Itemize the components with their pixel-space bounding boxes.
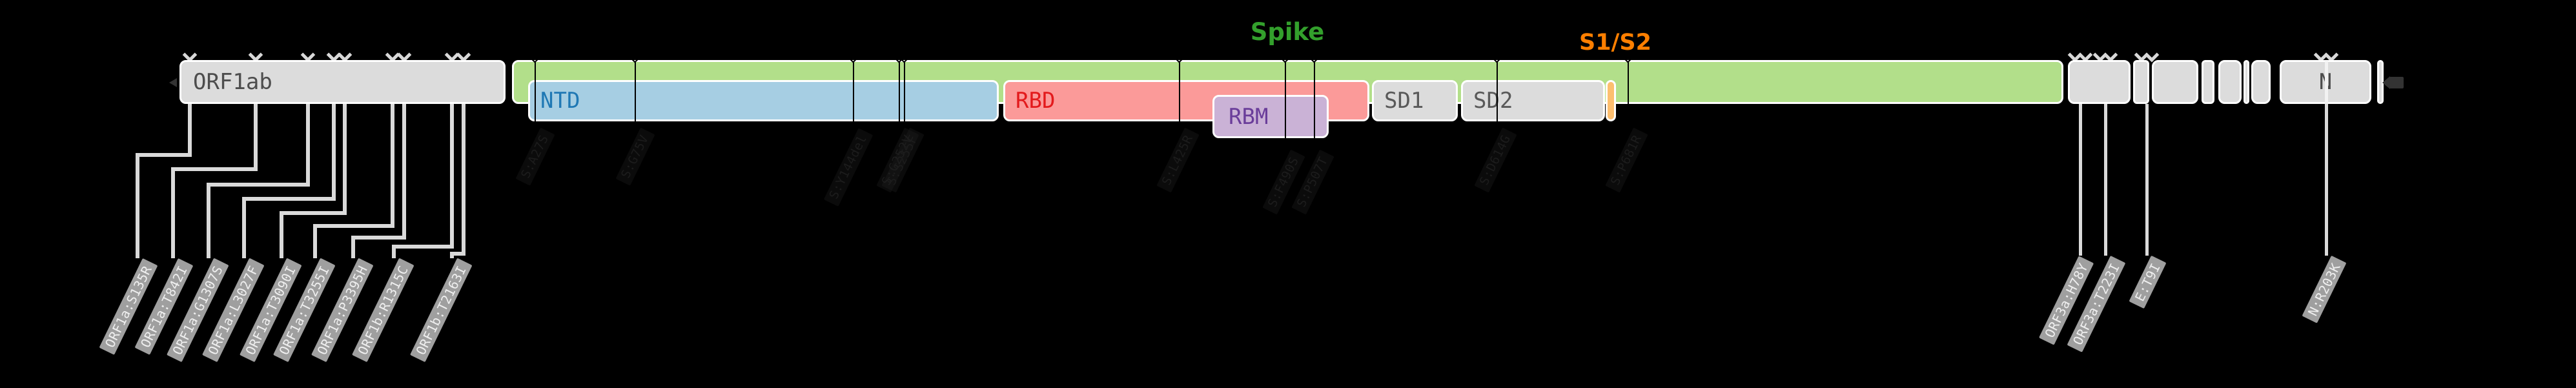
domain-box-sd1: SD1 <box>1372 80 1458 121</box>
leader-v2-1 <box>171 169 175 258</box>
gene-box-orf3a <box>2068 60 2131 104</box>
spike-mutation-line-1 <box>635 61 636 127</box>
spike-mutation-label-0: S:A27S <box>515 128 555 186</box>
leader-v1-3 <box>332 104 336 199</box>
gene-box-orf6 <box>2202 60 2214 104</box>
spike-mutation-line-3 <box>899 61 900 127</box>
leader-v2-4 <box>280 213 283 258</box>
domain-label-rbm: RBM <box>1229 103 1269 130</box>
domain-box-s1s2-site <box>1606 80 1616 121</box>
leader-v2-0 <box>136 155 139 258</box>
leader-h-6 <box>351 236 406 240</box>
right-leader-2 <box>2145 104 2149 256</box>
domain-box-ntd: NTD <box>528 80 999 121</box>
spike-mutation-label-5: S:L425R <box>1156 128 1200 193</box>
leader-v1-0 <box>188 104 192 155</box>
leader-h-1 <box>171 167 258 171</box>
leader-h-2 <box>207 183 310 187</box>
leader-v2-6 <box>351 238 355 258</box>
leader-v2-5 <box>313 226 317 258</box>
gene-box-orf7a <box>2218 60 2242 104</box>
leader-v1-1 <box>254 104 258 169</box>
spike-mutation-line-9 <box>1628 61 1629 127</box>
spike-mutation-label-2: S:Y144del <box>823 128 874 207</box>
spike-mutation-line-2 <box>853 61 854 127</box>
domain-label-ntd: NTD <box>540 88 580 114</box>
right-mutation-label-3: N:R203K <box>2302 256 2347 323</box>
domain-box-rbm: RBM <box>1212 95 1329 138</box>
spike-mutation-line-6 <box>1285 61 1286 148</box>
three-prime-arrowhead <box>2382 76 2390 89</box>
leader-v1-6 <box>402 104 406 238</box>
orf1ab-mutation-label-8: ORF1b:T2163I <box>410 258 473 363</box>
spike-mutation-line-0 <box>535 61 536 127</box>
leader-v1-8 <box>462 104 465 254</box>
leader-v1-2 <box>306 104 310 185</box>
s1s2-title: S1/S2 <box>1579 30 1651 56</box>
spike-mutation-label-1: S:G75V <box>615 128 655 186</box>
right-leader-0 <box>2079 104 2082 256</box>
domain-label-sd2: SD2 <box>1473 88 1513 114</box>
leader-v1-7 <box>450 104 454 247</box>
domain-label-sd1: SD1 <box>1384 88 1424 114</box>
leader-v2-3 <box>242 199 246 258</box>
spike-mutation-label-8: S:D614G <box>1474 128 1517 193</box>
right-mutation-label-2: E:T9I <box>2129 256 2167 309</box>
leader-h-8 <box>450 252 465 256</box>
gene-box-m <box>2152 60 2198 104</box>
spike-mutation-line-4 <box>904 61 905 127</box>
spike-title: Spike <box>1250 18 1325 46</box>
five-prime-marker <box>169 78 177 87</box>
spike-mutation-line-5 <box>1179 61 1180 127</box>
leader-v2-7 <box>392 247 396 258</box>
right-leader-3 <box>2325 104 2328 256</box>
gene-label-orf1ab: ORF1ab <box>193 69 272 95</box>
leader-v2-2 <box>207 185 210 258</box>
three-prime-bar <box>2389 77 2404 88</box>
spike-mutation-line-7 <box>1314 61 1315 148</box>
gene-box-orf8 <box>2251 60 2271 104</box>
right-leader-1 <box>2104 104 2107 256</box>
gene-box-orf1ab: ORF1ab <box>179 60 506 104</box>
gene-box-orf7b <box>2244 60 2249 104</box>
spike-mutation-line-8 <box>1497 61 1498 127</box>
leader-h-3 <box>242 197 336 201</box>
spike-mutation-label-9: S:P681R <box>1605 128 1648 193</box>
leader-h-5 <box>313 224 394 228</box>
leader-v1-4 <box>343 104 347 213</box>
gene-box-e <box>2133 60 2149 104</box>
leader-v2-8 <box>450 254 454 258</box>
leader-h-4 <box>280 211 347 215</box>
right-leader-overbox-3 <box>2325 61 2328 104</box>
leader-h-7 <box>392 245 454 249</box>
leader-h-0 <box>136 153 192 157</box>
domain-label-rbd: RBD <box>1016 88 1056 114</box>
domain-box-sd2: SD2 <box>1461 80 1605 121</box>
leader-v1-5 <box>391 104 394 226</box>
